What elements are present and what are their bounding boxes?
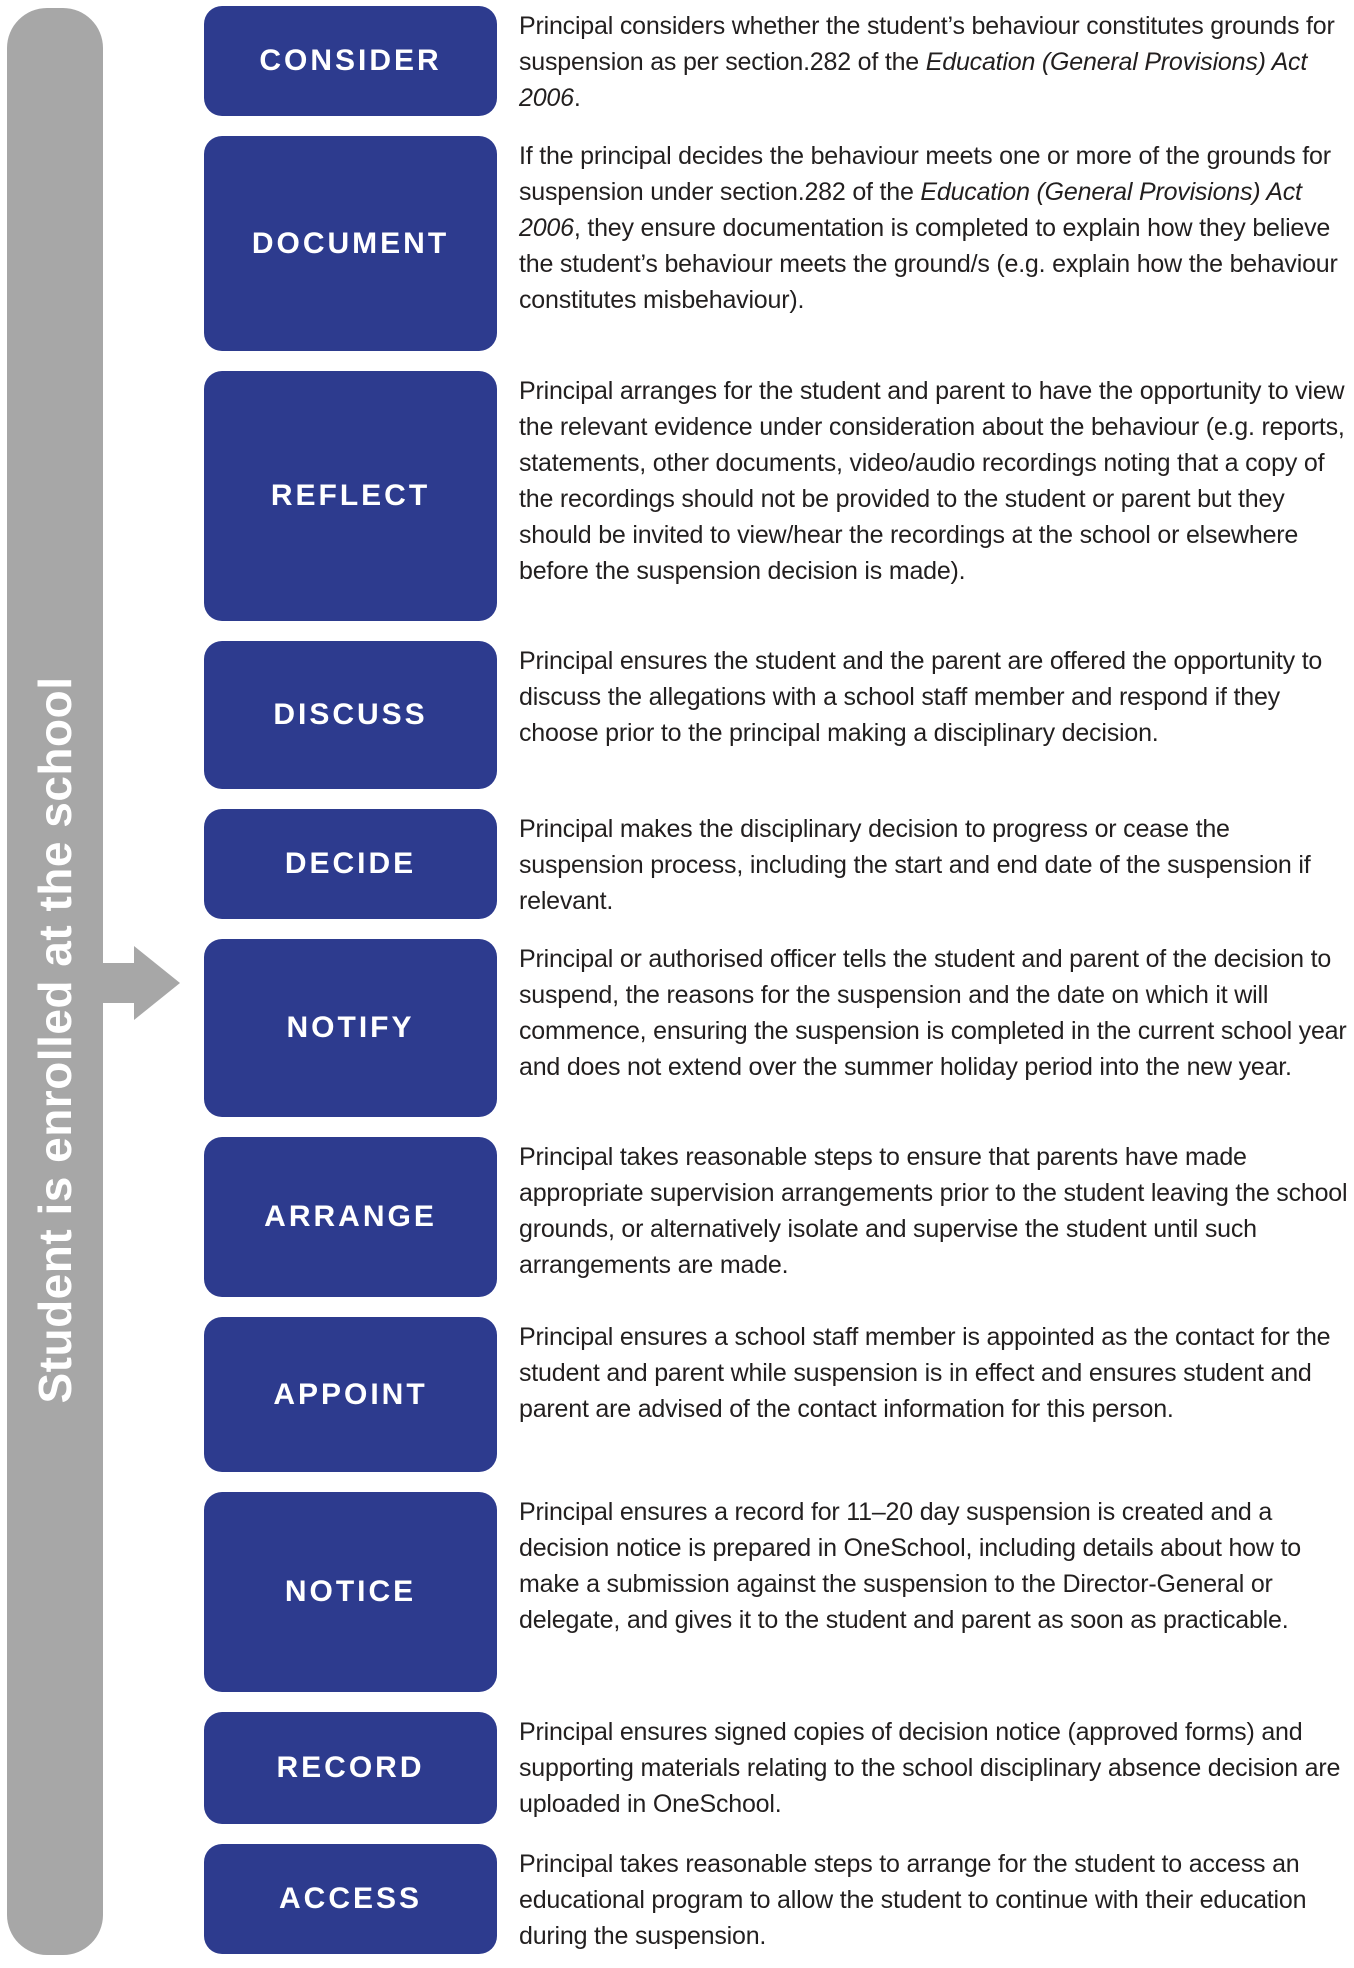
step-row-notify: NOTIFY Principal or authorised officer t… [204,939,1350,1117]
step-description: Principal ensures signed copies of decis… [519,1718,1341,1818]
step-description: Principal takes reasonable steps to ensu… [519,1143,1348,1279]
step-box-notify: NOTIFY [204,939,497,1117]
step-row-appoint: APPOINT Principal ensures a school staff… [204,1317,1350,1472]
step-box-access: ACCESS [204,1844,497,1954]
step-label: DECIDE [284,847,417,880]
step-row-decide: DECIDE Principal makes the disciplinary … [204,809,1350,919]
step-row-consider: CONSIDER Principal considers whether the… [204,6,1350,116]
step-row-access: ACCESS Principal takes reasonable steps … [204,1844,1350,1954]
step-row-record: RECORD Principal ensures signed copies o… [204,1712,1350,1824]
step-box-consider: CONSIDER [204,6,497,116]
step-label: DISCUSS [273,698,428,731]
step-label: REFLECT [270,479,431,512]
step-box-notice: NOTICE [204,1492,497,1692]
step-box-record: RECORD [204,1712,497,1824]
step-box-discuss: DISCUSS [204,641,497,789]
step-row-discuss: DISCUSS Principal ensures the student an… [204,641,1350,789]
step-row-arrange: ARRANGE Principal takes reasonable steps… [204,1137,1350,1297]
enrolled-rail [7,8,103,1955]
step-label: ACCESS [278,1882,423,1915]
step-description: Principal or authorised officer tells th… [519,945,1347,1081]
step-description: Principal makes the disciplinary decisio… [519,815,1311,915]
step-box-arrange: ARRANGE [204,1137,497,1297]
step-box-appoint: APPOINT [204,1317,497,1472]
step-box-document: DOCUMENT [204,136,497,351]
step-description: Principal considers whether the student’… [519,12,1335,112]
step-box-decide: DECIDE [204,809,497,919]
step-description: Principal ensures a record for 11–20 day… [519,1498,1301,1634]
step-label: DOCUMENT [251,226,450,260]
step-label: ARRANGE [264,1200,437,1233]
flow-arrow-icon [101,963,135,1003]
suspension-process-flow: CONSIDER Principal considers whether the… [204,6,1350,1954]
flow-arrow-head-icon [134,946,180,1020]
step-description: Principal takes reasonable steps to arra… [519,1850,1307,1950]
step-label: NOTICE [284,1575,417,1608]
step-row-document: DOCUMENT If the principal decides the be… [204,136,1350,351]
step-description: Principal arranges for the student and p… [519,377,1345,585]
step-label: APPOINT [273,1377,428,1411]
step-description: Principal ensures a school staff member … [519,1323,1331,1423]
step-row-notice: NOTICE Principal ensures a record for 11… [204,1492,1350,1692]
step-label: RECORD [276,1751,425,1784]
step-row-reflect: REFLECT Principal arranges for the stude… [204,371,1350,621]
step-label: NOTIFY [286,1011,415,1044]
step-description: If the principal decides the behaviour m… [519,142,1338,314]
step-description: Principal ensures the student and the pa… [519,647,1323,747]
enrolled-rail-label: Student is enrolled at the school [29,676,81,1404]
step-box-reflect: REFLECT [204,371,497,621]
step-label: CONSIDER [259,44,442,77]
